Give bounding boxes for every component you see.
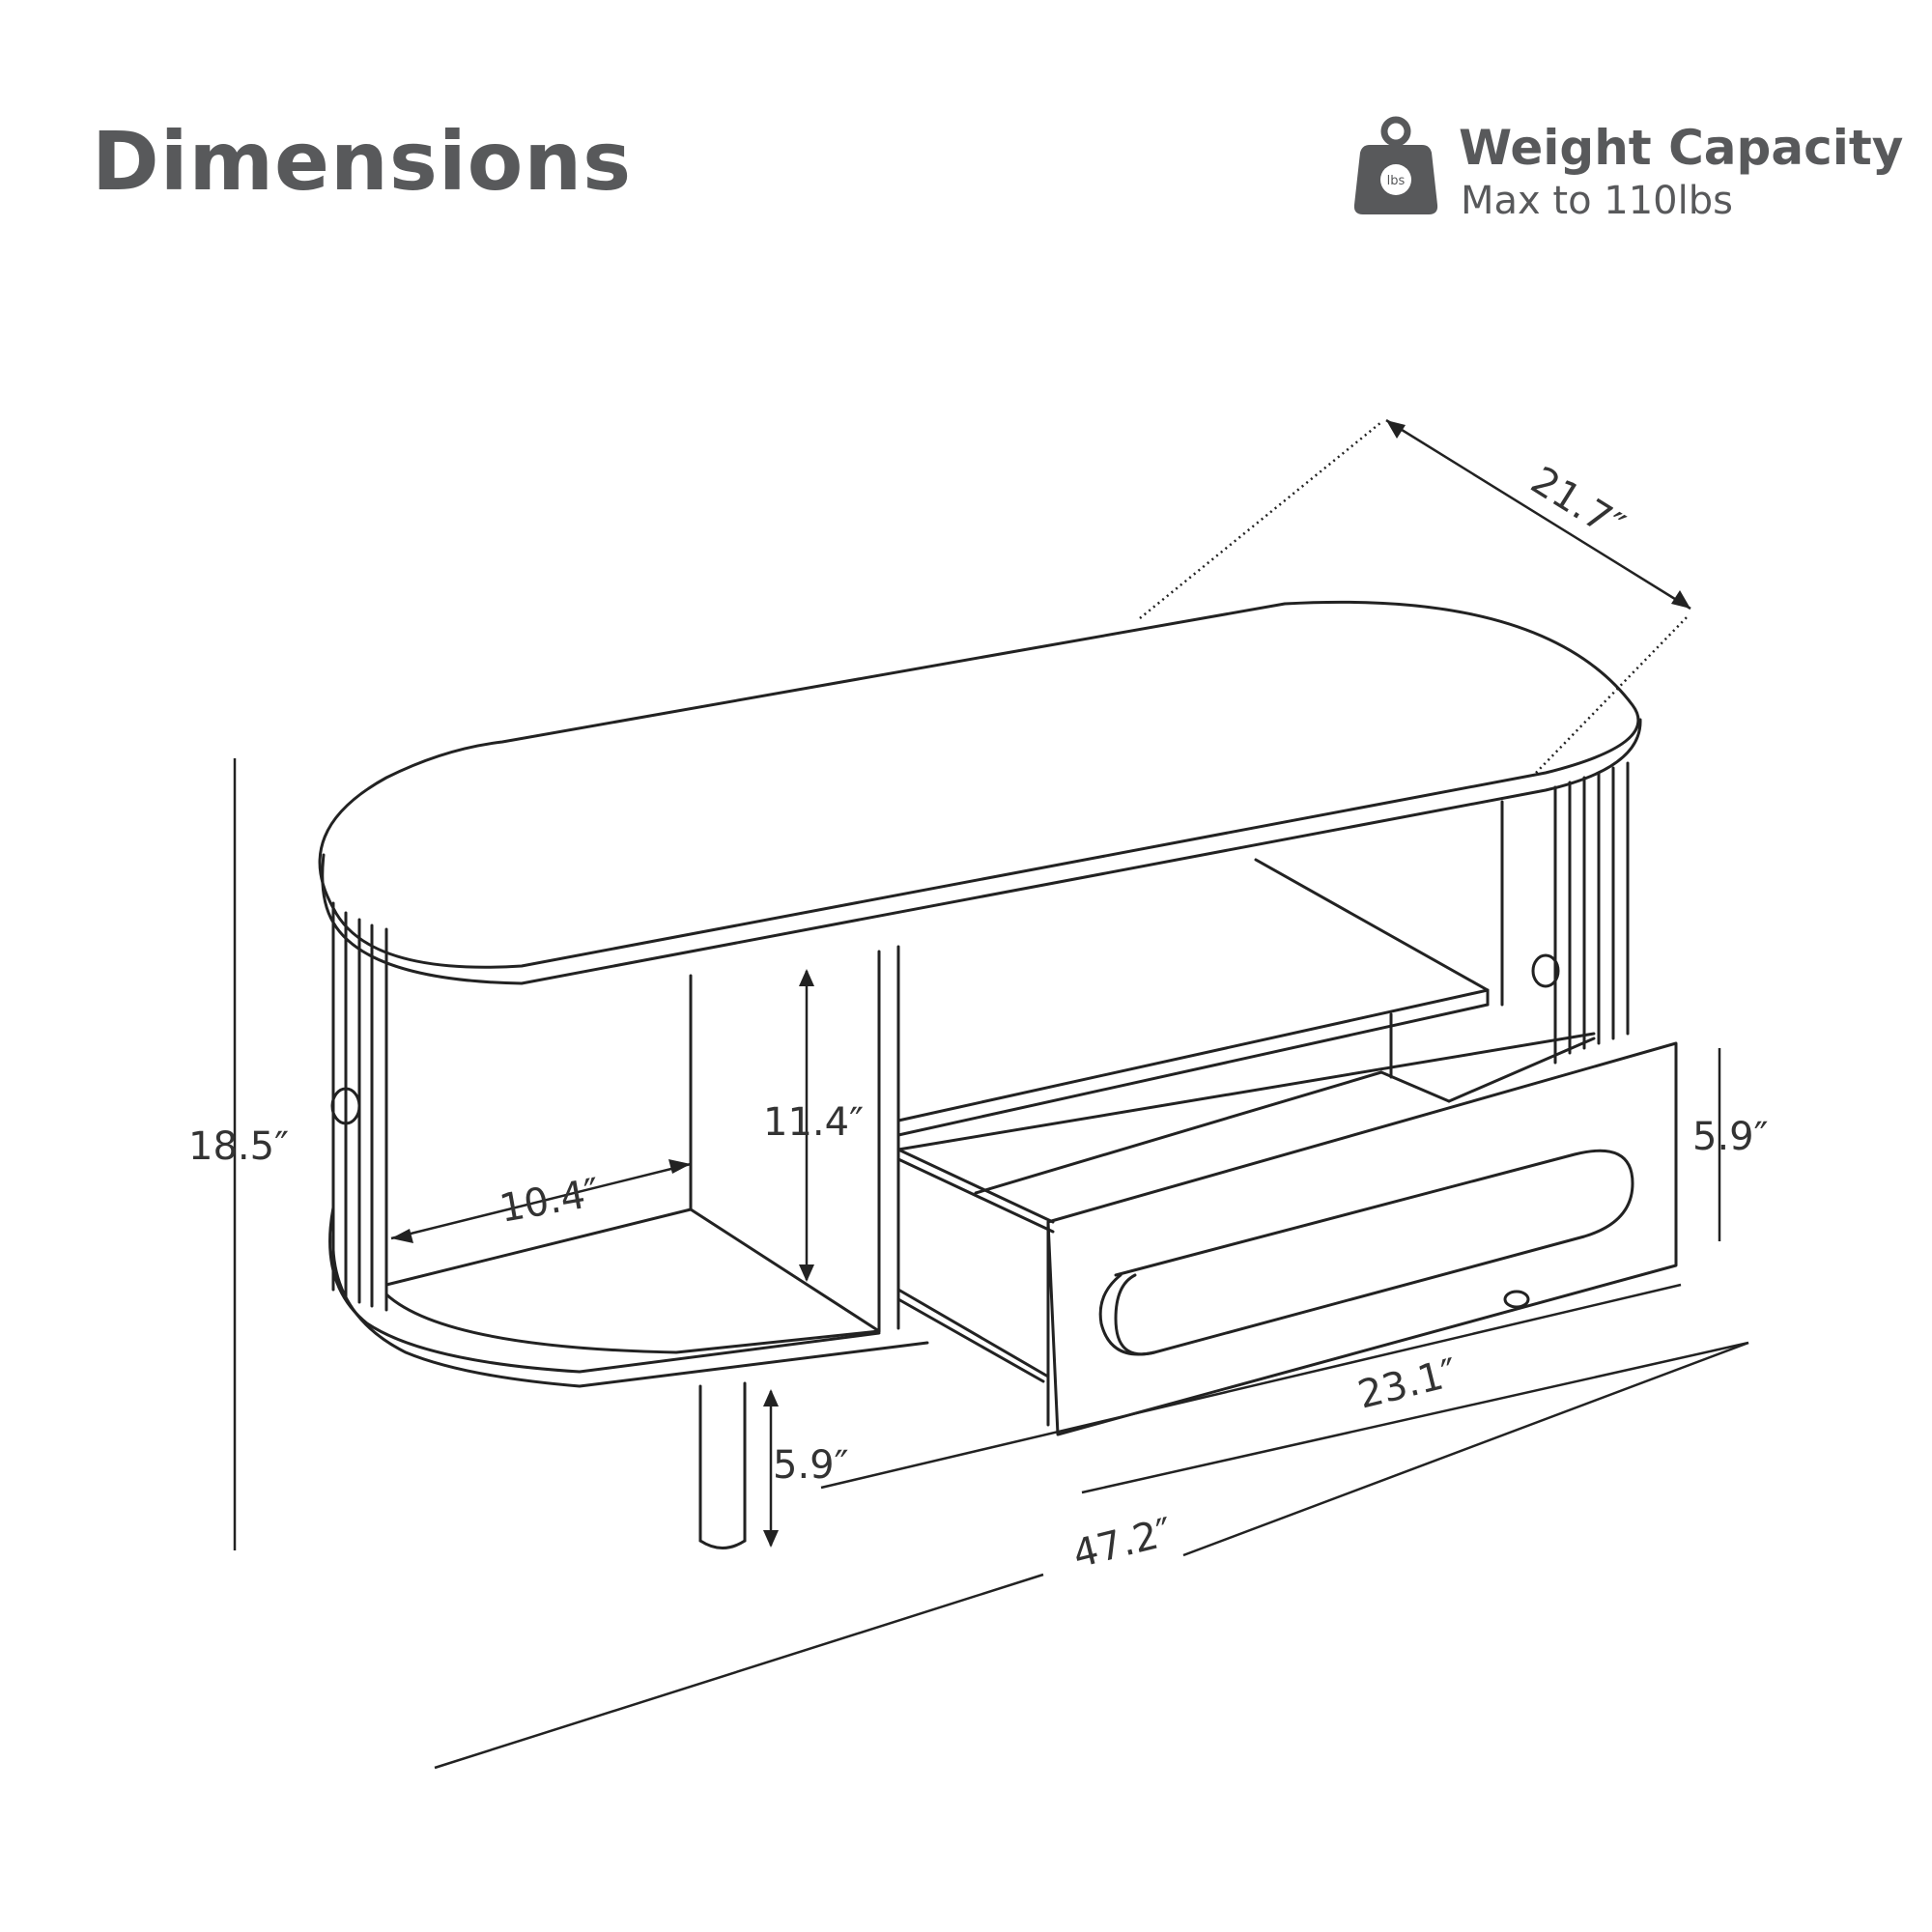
middle-shelf bbox=[896, 858, 1490, 1137]
left-shelf bbox=[384, 945, 900, 1354]
weight-capacity-title: Weight Capacity bbox=[1459, 120, 1904, 176]
drawer bbox=[896, 1032, 1678, 1436]
shelf-depth-label: 10.4″ bbox=[497, 1170, 603, 1231]
weight-capacity-value: Max to 110lbs bbox=[1461, 179, 1733, 223]
weight-icon-label: lbs bbox=[1387, 174, 1406, 188]
overall-length-label: 47.2″ bbox=[1068, 1510, 1177, 1577]
right-knob bbox=[1531, 953, 1560, 988]
overall-height-label: 18.5″ bbox=[188, 1124, 289, 1169]
table-top bbox=[318, 600, 1640, 969]
drawer-height-label: 5.9″ bbox=[1692, 1115, 1769, 1159]
page-title: Dimensions bbox=[92, 114, 633, 209]
left-knob bbox=[330, 1087, 361, 1125]
drawer-length-label: 23.1″ bbox=[1353, 1350, 1462, 1418]
table-top-edge bbox=[321, 718, 1642, 985]
weight-icon: lbs bbox=[1353, 116, 1438, 214]
rear-foot bbox=[1503, 1290, 1530, 1309]
leg-height-label: 5.9″ bbox=[773, 1443, 849, 1488]
left-door bbox=[328, 901, 929, 1388]
right-door bbox=[1500, 761, 1630, 1065]
depth-label: 21.7″ bbox=[1523, 458, 1633, 549]
shelf-height-label: 11.4″ bbox=[763, 1100, 864, 1145]
front-leg bbox=[698, 1381, 747, 1549]
